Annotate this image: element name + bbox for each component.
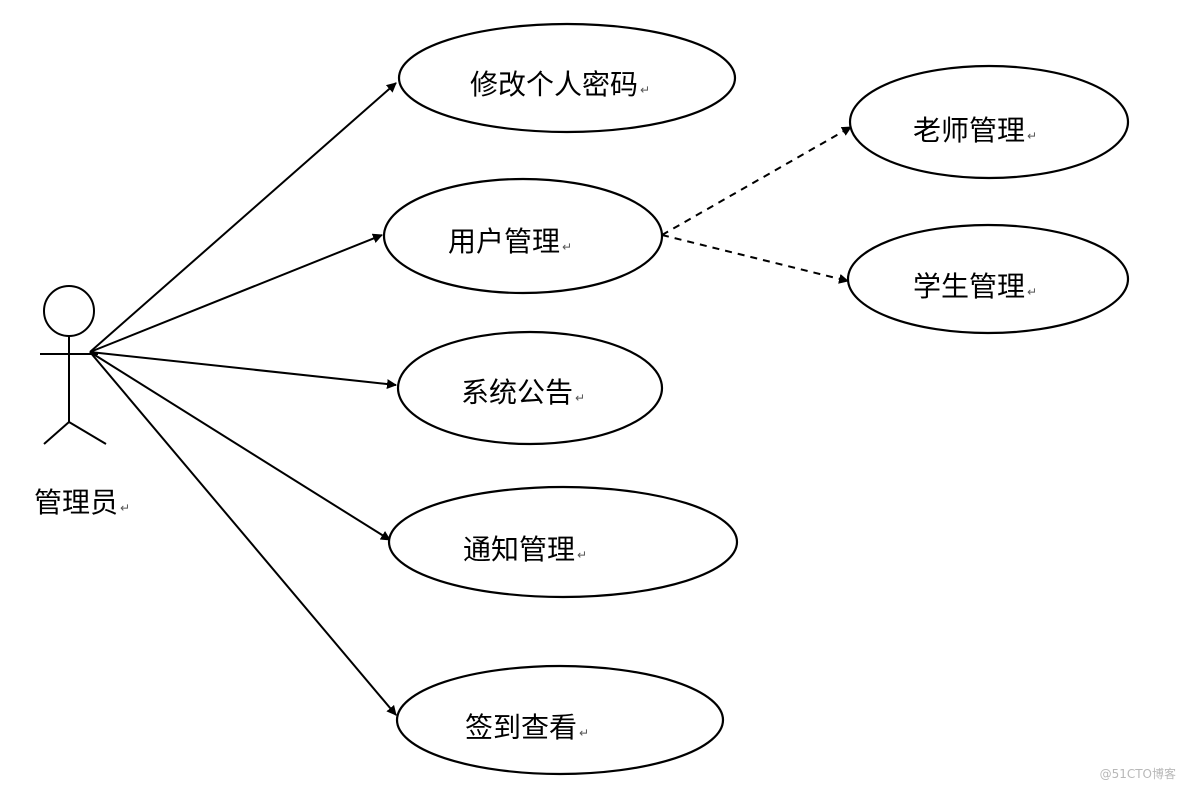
use-case-label-text: 通知管理 (463, 533, 575, 566)
use-case-label: 系统公告↵ (461, 376, 585, 409)
use-case-ellipse (382, 177, 664, 295)
actor-right-leg (68, 421, 107, 445)
use-case-checkin-view[interactable]: 签到查看↵ (395, 664, 725, 776)
actor-label-text: 管理员 (34, 486, 118, 519)
use-case-label-text: 老师管理 (913, 114, 1025, 147)
use-case-change-password[interactable]: 修改个人密码↵ (397, 22, 737, 134)
use-case-label: 通知管理↵ (463, 533, 587, 566)
assoc-actor-notice-management (89, 351, 391, 541)
actor-admin: 管理员↵ (34, 285, 130, 519)
actor-label: 管理员↵ (34, 486, 130, 519)
actor-head (43, 285, 95, 337)
use-case-ellipse (846, 223, 1130, 335)
paragraph-mark: ↵ (579, 726, 589, 740)
use-case-ellipse (395, 664, 725, 776)
use-case-label: 签到查看↵ (465, 711, 589, 744)
paragraph-mark: ↵ (640, 83, 650, 97)
use-case-ellipse (396, 330, 664, 446)
paragraph-mark: ↵ (562, 240, 572, 254)
paragraph-mark: ↵ (577, 548, 587, 562)
watermark-text: @51CTO博客 (1100, 766, 1176, 781)
assoc-actor-change-password (89, 82, 397, 353)
associations (89, 82, 852, 716)
use-case-label: 老师管理↵ (913, 114, 1037, 147)
use-case-user-management[interactable]: 用户管理↵ (382, 177, 664, 295)
paragraph-mark: ↵ (1027, 285, 1037, 299)
paragraph-mark: ↵ (575, 391, 585, 405)
use-case-ellipse (848, 64, 1130, 180)
use-case-label-text: 修改个人密码 (470, 68, 638, 101)
use-case-label-text: 用户管理 (448, 225, 560, 258)
dep-user-to-teacher-management (661, 126, 852, 236)
use-case-label-text: 签到查看 (465, 711, 577, 744)
use-case-label: 修改个人密码↵ (470, 68, 650, 101)
use-case-ellipse (387, 485, 739, 599)
use-case-system-announcement[interactable]: 系统公告↵ (396, 330, 664, 446)
assoc-actor-checkin-view (89, 351, 397, 716)
use-case-label: 用户管理↵ (448, 225, 572, 258)
use-case-notice-management[interactable]: 通知管理↵ (387, 485, 739, 599)
use-case-ellipse (397, 22, 737, 134)
assoc-actor-user-management (89, 233, 383, 353)
paragraph-mark: ↵ (1027, 129, 1037, 143)
assoc-actor-system-announcement (89, 351, 397, 390)
use-case-label: 学生管理↵ (913, 270, 1037, 303)
dep-user-to-student-management (661, 234, 849, 284)
use-case-label-text: 系统公告 (461, 376, 573, 409)
paragraph-mark: ↵ (120, 501, 130, 515)
use-case-teacher-management[interactable]: 老师管理↵ (848, 64, 1130, 180)
actor-left-leg (43, 421, 70, 445)
use-case-label-text: 学生管理 (913, 270, 1025, 303)
use-case-student-management[interactable]: 学生管理↵ (846, 223, 1130, 335)
